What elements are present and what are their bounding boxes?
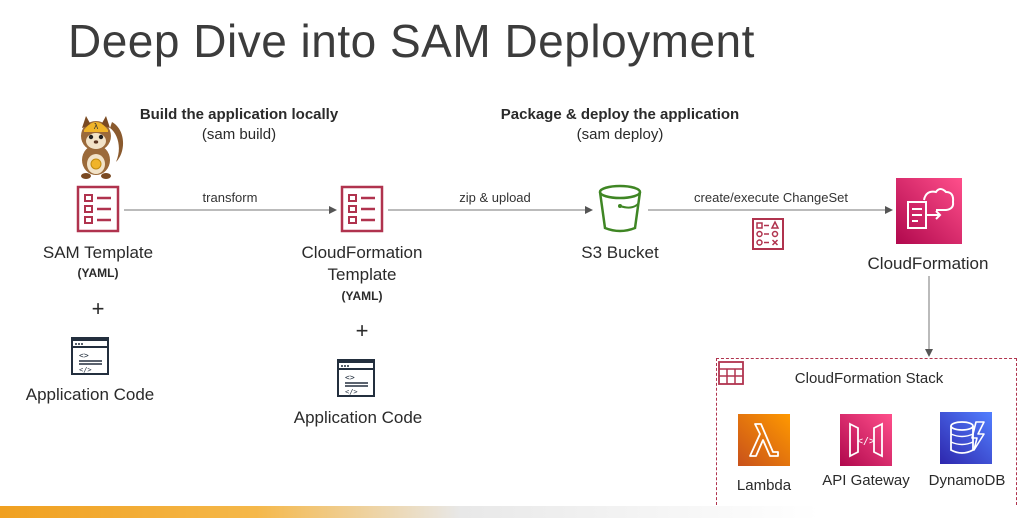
deploy-step-command: (sam deploy): [576, 126, 664, 143]
application-code-icon-left: <> </>: [71, 337, 109, 375]
changeset-icon: [752, 218, 784, 250]
cloudformation-template-label-line2: Template: [327, 265, 397, 284]
sam-template-label: SAM Template: [42, 243, 154, 262]
svg-text:</>: </>: [79, 366, 92, 374]
edge-label-create-changeset: create/execute ChangeSet: [694, 190, 848, 205]
application-code-label-middle: Application Code: [293, 408, 423, 427]
plus-sign-middle: +: [355, 318, 369, 343]
stack-title: CloudFormation Stack: [794, 370, 944, 387]
build-step-command: (sam build): [201, 126, 277, 143]
s3-bucket-label: S3 Bucket: [581, 243, 659, 262]
svg-text:</>: </>: [857, 436, 875, 447]
svg-text:<>: <>: [345, 373, 355, 382]
page-title: Deep Dive into SAM Deployment: [68, 15, 755, 67]
sam-squirrel-mascot-icon: λ: [81, 116, 124, 179]
svg-text:</>: </>: [345, 388, 358, 396]
svg-text:λ: λ: [94, 122, 99, 131]
decorative-bottom-bar: [0, 506, 1024, 518]
cloudformation-label: CloudFormation: [867, 254, 989, 273]
cloudformation-service-icon: [896, 178, 962, 244]
cloudformation-template-label-line1: CloudFormation: [301, 243, 423, 262]
dynamodb-label: DynamoDB: [928, 472, 1006, 489]
build-step-heading: Build the application locally: [139, 106, 339, 123]
lambda-label: Lambda: [736, 477, 792, 494]
sam-template-format: (YAML): [77, 266, 119, 280]
s3-bucket-icon: [598, 184, 642, 233]
deploy-step-heading: Package & deploy the application: [500, 106, 740, 123]
application-code-label-left: Application Code: [25, 385, 155, 404]
edge-label-transform: transform: [202, 190, 258, 205]
api-gateway-label: API Gateway: [822, 472, 910, 489]
plus-sign-left: +: [91, 296, 105, 321]
sam-template-document-icon: [76, 185, 120, 233]
cloudformation-template-document-icon: [340, 185, 384, 233]
lambda-icon: [738, 414, 790, 466]
edge-label-zip-upload: zip & upload: [459, 190, 531, 205]
api-gateway-icon: </>: [840, 414, 892, 466]
application-code-icon-middle: <> </>: [337, 359, 375, 397]
dynamodb-icon: [940, 412, 992, 464]
svg-text:<>: <>: [79, 351, 89, 360]
cloudformation-template-format: (YAML): [341, 289, 383, 303]
stack-group-icon: [718, 361, 744, 385]
